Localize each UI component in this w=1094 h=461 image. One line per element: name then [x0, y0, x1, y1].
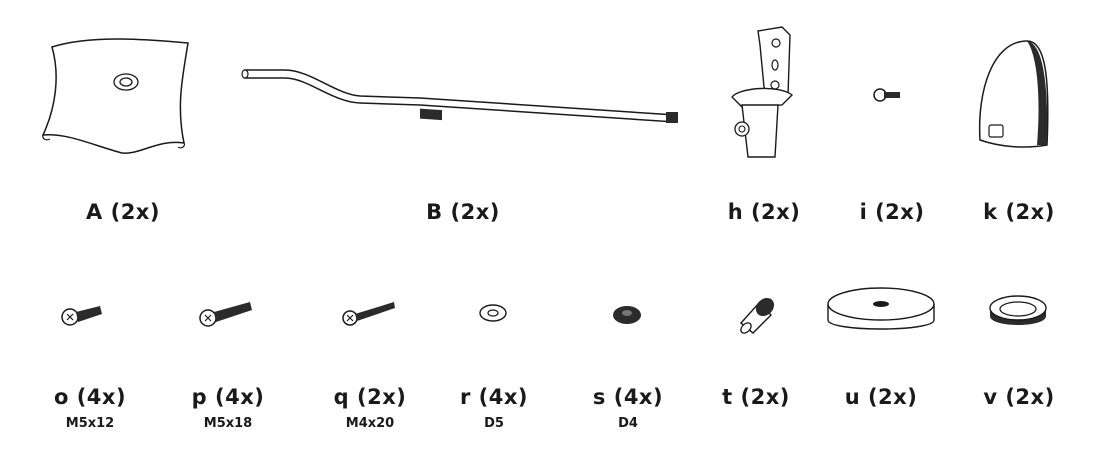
ring-nut-icon	[989, 295, 1047, 325]
dark-washer-icon	[613, 306, 641, 324]
label-t: t (2x)	[722, 385, 790, 409]
bracket-icon	[731, 26, 794, 158]
part-a-base-plate	[40, 35, 200, 155]
label-b: B (2x)	[426, 200, 500, 224]
spec-q: M4x20	[345, 416, 395, 431]
label-i: i (2x)	[859, 200, 925, 224]
part-i-screw	[870, 85, 910, 105]
label-h: h (2x)	[727, 200, 801, 224]
part-u-weight	[826, 282, 936, 342]
label-k: k (2x)	[983, 200, 1055, 224]
pole-icon	[241, 69, 678, 123]
base-plate-icon	[41, 38, 189, 154]
spec-p: M5x18	[203, 416, 253, 431]
part-b-pole	[240, 60, 690, 130]
nut-icon	[739, 297, 775, 334]
screw-q-icon	[342, 302, 395, 326]
weight-disc-icon	[827, 287, 935, 330]
part-s-washer	[610, 302, 644, 326]
label-s: s (4x)	[592, 385, 664, 409]
screw-o-icon	[61, 306, 102, 326]
label-p: p (4x)	[191, 385, 265, 409]
label-o: o (4x)	[53, 385, 127, 409]
part-o-screw	[60, 300, 110, 330]
washer-icon	[479, 304, 507, 322]
spec-r: D5	[484, 416, 504, 431]
screw-p-icon	[199, 302, 252, 327]
part-k-cap	[975, 35, 1055, 150]
part-v-ring-nut	[988, 290, 1048, 332]
label-u: u (2x)	[844, 385, 918, 409]
part-t-nut	[735, 293, 777, 335]
part-h-bracket	[720, 25, 810, 165]
small-screw-icon	[873, 88, 900, 102]
part-r-washer	[478, 302, 508, 324]
label-r: r (4x)	[459, 385, 529, 409]
spec-s: D4	[618, 416, 638, 431]
part-p-screw	[198, 296, 258, 330]
cap-icon	[978, 40, 1049, 148]
label-a: A (2x)	[86, 200, 160, 224]
spec-o: M5x12	[65, 416, 115, 431]
label-v: v (2x)	[983, 385, 1055, 409]
label-q: q (2x)	[333, 385, 407, 409]
part-q-screw	[340, 296, 400, 330]
